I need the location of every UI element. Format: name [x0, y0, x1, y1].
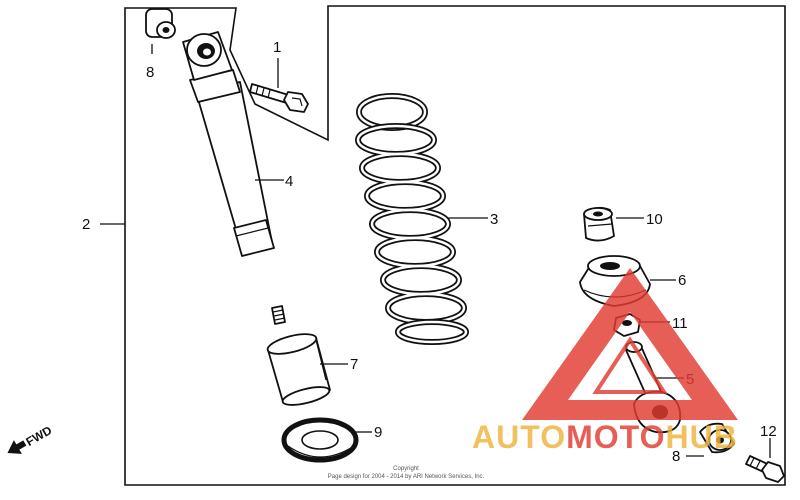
watermark-text-auto: AUTO	[472, 419, 566, 455]
part-4-shock-absorber	[182, 31, 286, 325]
callout-2: 2	[82, 216, 90, 233]
callout-7: 7	[350, 356, 358, 373]
part-9-washer	[281, 417, 359, 463]
part-8-bottom-bushing	[699, 422, 735, 454]
callout-8-bottom: 8	[672, 448, 680, 465]
watermark-text: AUTOMOTOHUB	[472, 419, 738, 455]
fwd-arrow-icon	[7, 440, 27, 454]
callout-4: 4	[285, 173, 293, 190]
copyright-line-2: Page design for 2004 - 2014 by ARI Netwo…	[328, 474, 485, 480]
callout-10: 10	[646, 211, 663, 228]
part-7-sleeve	[266, 333, 331, 406]
callout-8-top: 8	[146, 64, 154, 81]
assembly-group-outline	[124, 5, 786, 486]
copyright-line-1: Copyright	[393, 466, 419, 472]
part-1-bolt	[249, 83, 309, 113]
watermark-triangle-icon	[522, 268, 738, 420]
callout-11: 11	[672, 315, 688, 332]
part-3-coil-spring	[355, 93, 469, 345]
callout-9: 9	[374, 424, 382, 441]
watermark-text-moto: MOTO	[566, 419, 665, 455]
callout-1: 1	[273, 39, 281, 56]
part-10-bushing	[583, 206, 615, 242]
watermark-inner-triangle-icon	[592, 336, 668, 394]
watermark-text-hub: HUB	[665, 419, 737, 455]
fwd-label: FWD	[24, 423, 55, 449]
callout-3: 3	[490, 211, 498, 228]
callout-12: 12	[760, 423, 777, 440]
watermark-logo: AUTOMOTOHUB	[472, 268, 738, 455]
part-8-top-bushing	[145, 8, 176, 39]
fwd-direction-marker: FWD	[7, 423, 55, 454]
part-12-bolt	[745, 455, 785, 483]
callout-6: 6	[678, 272, 686, 289]
